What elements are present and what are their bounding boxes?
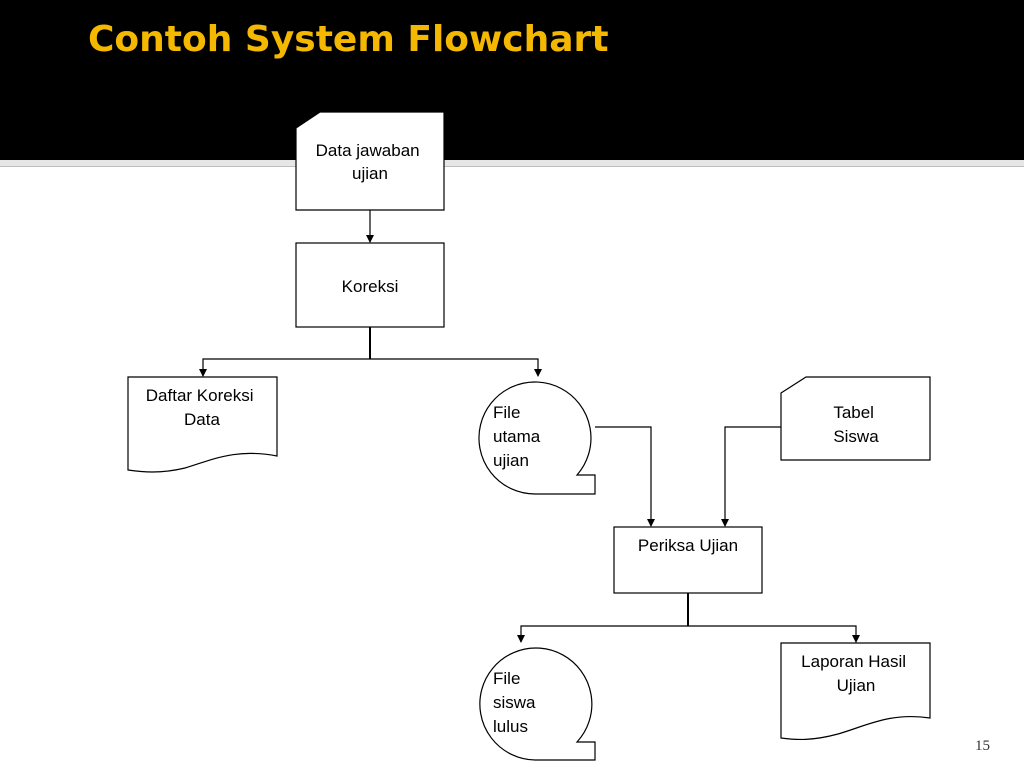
slide-title: Contoh System Flowchart [88, 19, 609, 60]
edge-periksa-to-file-siswa [517, 625, 688, 643]
node-label-daftar-koreksi: Daftar Koreksi Data [146, 386, 258, 429]
manual-input-shape [295, 111, 445, 211]
magnetic-tape-shape [479, 647, 596, 761]
process-shape [295, 242, 445, 328]
page-number: 15 [975, 738, 990, 754]
edge-koreksi-to-file-utama [370, 358, 542, 377]
node-tabel-siswa: Tabel Siswa [780, 376, 931, 461]
node-periksa-ujian: Periksa Ujian [613, 526, 763, 594]
node-koreksi: Koreksi [295, 242, 445, 328]
edge-periksa-to-laporan [688, 625, 860, 643]
edge-file-utama-to-periksa [595, 426, 655, 527]
node-file-utama-ujian: File utama ujian [478, 381, 596, 495]
node-label-laporan-hasil: Laporan Hasil Ujian [801, 652, 911, 695]
node-label-periksa-ujian: Periksa Ujian [638, 536, 738, 555]
node-file-siswa-lulus: File siswa lulus [479, 647, 596, 761]
node-daftar-koreksi-data: Daftar Koreksi Data [127, 376, 278, 473]
node-label-data-jawaban: Data jawaban ujian [316, 141, 425, 183]
node-label-file-utama: File utama ujian [493, 403, 545, 470]
node-data-jawaban-ujian: Data jawaban ujian [295, 111, 445, 211]
slide-header [0, 0, 1024, 160]
manual-input-shape [780, 376, 931, 461]
magnetic-tape-shape [478, 381, 596, 495]
process-shape [613, 526, 763, 594]
node-label-tabel-siswa: Tabel Siswa [833, 403, 879, 446]
node-label-koreksi: Koreksi [342, 277, 399, 296]
edge-tabel-siswa-to-periksa [721, 426, 781, 527]
document-shape [127, 376, 278, 473]
edge-koreksi-to-daftar-koreksi [199, 358, 370, 377]
node-label-file-siswa: File siswa lulus [493, 669, 540, 736]
header-divider [0, 160, 1024, 167]
node-laporan-hasil-ujian: Laporan Hasil Ujian [780, 642, 931, 741]
document-shape [780, 642, 931, 741]
